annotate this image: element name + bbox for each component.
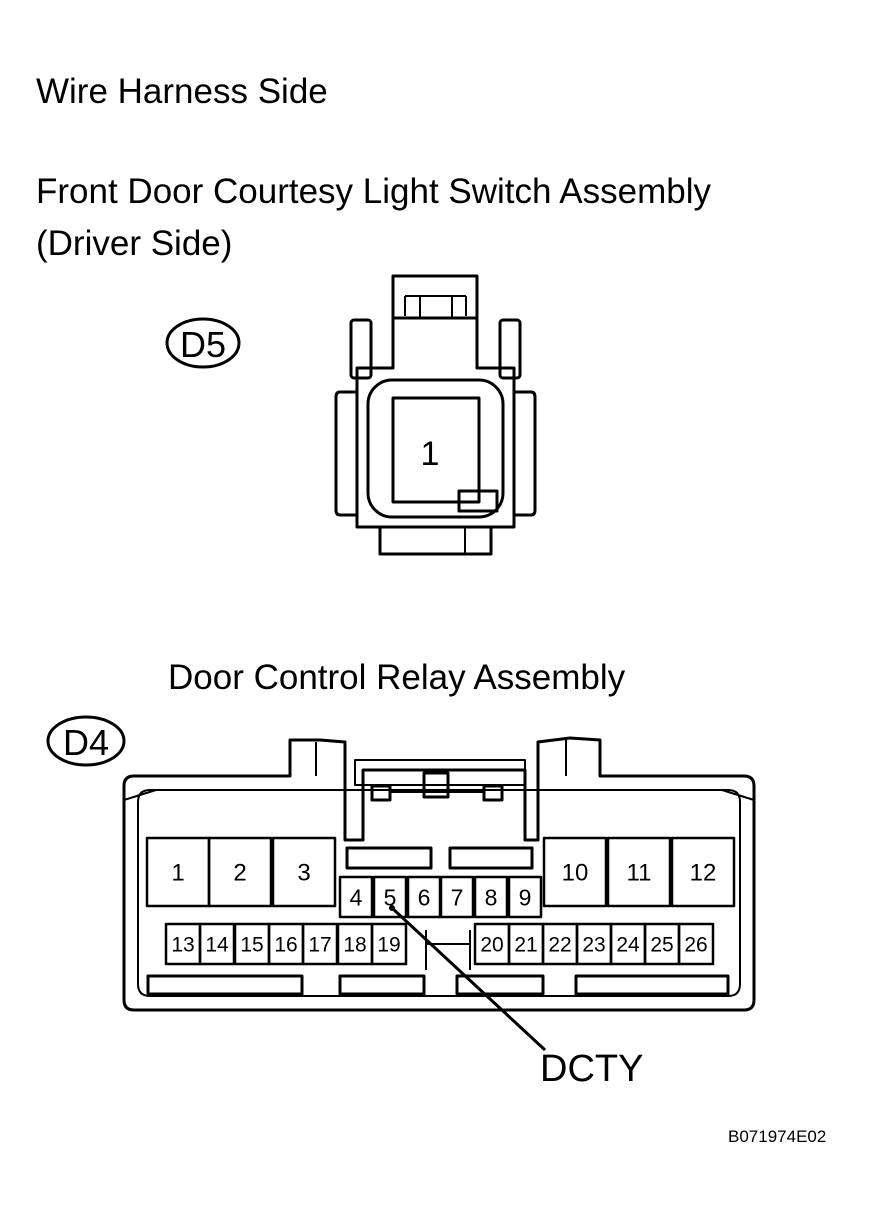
d4-pin-label-7: 7 bbox=[451, 884, 464, 910]
d4-pin-label-10: 10 bbox=[562, 860, 589, 887]
d4-pin-cell-9 bbox=[507, 875, 543, 919]
d4-pin-label-16: 16 bbox=[274, 934, 297, 957]
d4-pin-label-13: 13 bbox=[171, 934, 194, 957]
d5-code-text: D5 bbox=[180, 324, 226, 365]
d5-connector-title: Front Door Courtesy Light Switch Assembl… bbox=[36, 172, 711, 211]
dcty-leader-dot bbox=[389, 905, 395, 911]
d4-connector: D4 bbox=[46, 715, 756, 1052]
d4-pin-label-5: 5 bbox=[384, 884, 397, 910]
d4-pin-label-12: 12 bbox=[690, 860, 717, 887]
d4-housing bbox=[122, 736, 756, 1012]
d4-pin-label-9: 9 bbox=[519, 884, 532, 910]
d5-code-badge bbox=[165, 317, 241, 369]
d4-pin-label-3: 3 bbox=[297, 860, 310, 887]
d5-housing bbox=[334, 274, 537, 556]
d4-pin-cell-5 bbox=[372, 875, 408, 919]
d4-pin-cell-12 bbox=[670, 836, 736, 908]
d4-pin-label-6: 6 bbox=[418, 884, 431, 910]
dcty-callout-label: DCTY bbox=[540, 1048, 644, 1090]
d4-pin-cell-11 bbox=[606, 836, 672, 908]
d4-pin-label-1: 1 bbox=[171, 860, 184, 887]
d4-pin-label-22: 22 bbox=[548, 934, 571, 957]
d4-pin-cell-2 bbox=[207, 836, 273, 908]
d4-pin-label-17: 17 bbox=[308, 934, 331, 957]
d4-pin-cell-8 bbox=[473, 875, 509, 919]
drawing-code: B071974E02 bbox=[728, 1127, 827, 1146]
d5-pin-1: 1 bbox=[421, 435, 440, 473]
d4-pin-label-15: 15 bbox=[240, 934, 263, 957]
d4-pin-label-24: 24 bbox=[616, 934, 640, 957]
d4-pin-cell-26 bbox=[677, 922, 715, 966]
d4-pin-cell-19 bbox=[370, 922, 408, 966]
d4-pin-label-23: 23 bbox=[582, 934, 605, 957]
d4-code-text: D4 bbox=[63, 722, 109, 763]
d4-connector-title: Door Control Relay Assembly bbox=[168, 658, 626, 697]
d4-pin-label-11: 11 bbox=[627, 860, 652, 887]
d4-pin-label-2: 2 bbox=[233, 860, 246, 887]
dcty-leader-line bbox=[390, 906, 547, 1052]
d4-code-badge bbox=[46, 715, 126, 767]
d4-pin-label-19: 19 bbox=[377, 934, 400, 957]
d4-pin-label-21: 21 bbox=[514, 934, 537, 957]
d4-pin-cell-3 bbox=[271, 836, 337, 908]
d4-pin-cell-4 bbox=[338, 875, 374, 919]
d4-pin-label-18: 18 bbox=[343, 934, 366, 957]
d4-pin-label-4: 4 bbox=[350, 884, 363, 910]
d4-pin-label-14: 14 bbox=[205, 934, 229, 957]
d4-pin-cell-7 bbox=[439, 875, 475, 919]
d4-pin-label-8: 8 bbox=[485, 884, 498, 910]
d4-pin-label-26: 26 bbox=[684, 934, 707, 957]
d5-connector: D5 bbox=[165, 274, 537, 556]
d4-pin-cell-10 bbox=[542, 836, 608, 908]
d5-connector-subtitle: (Driver Side) bbox=[36, 224, 233, 263]
d4-pin-label-25: 25 bbox=[650, 934, 673, 957]
d4-pin-label-20: 20 bbox=[480, 934, 503, 957]
harness-side-title: Wire Harness Side bbox=[36, 72, 328, 111]
